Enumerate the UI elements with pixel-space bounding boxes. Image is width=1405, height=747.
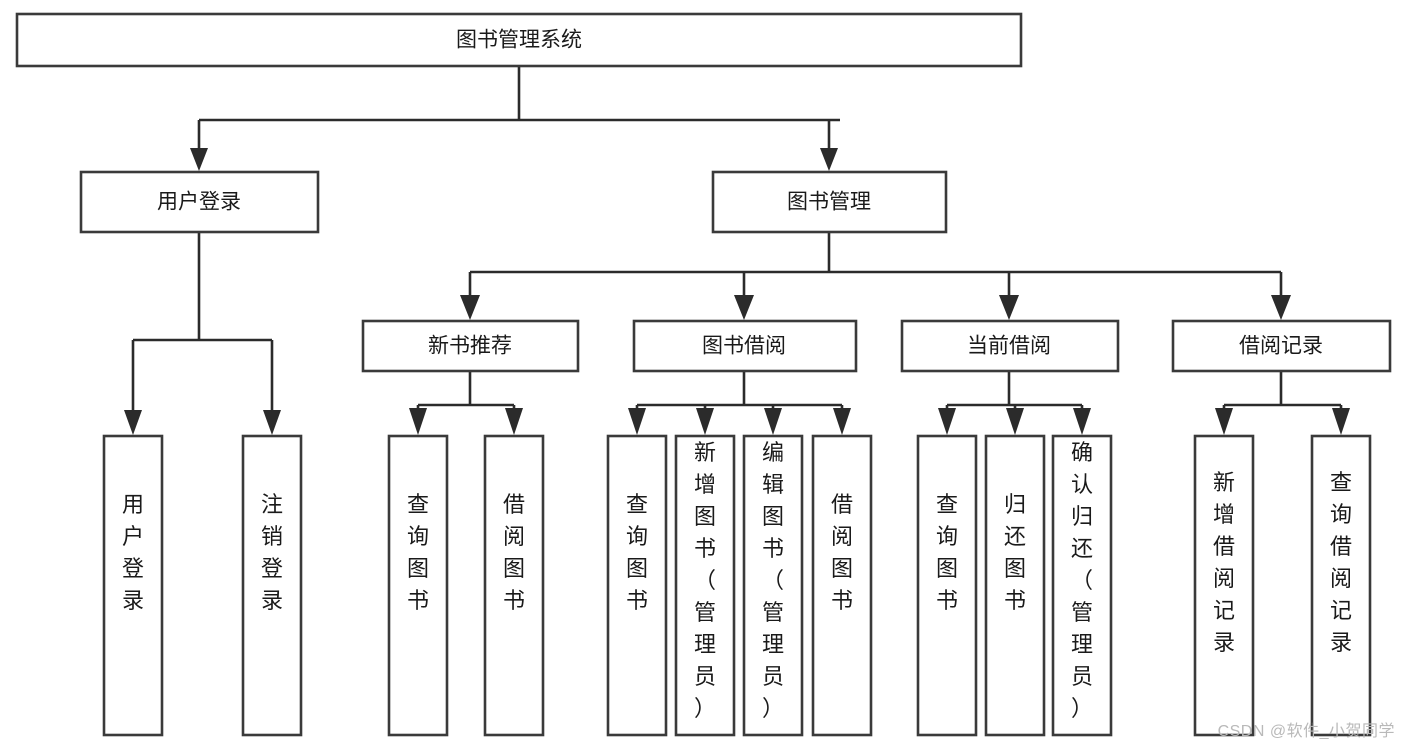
node-current-borrow[interactable]: 当前借阅 <box>900 319 1120 373</box>
node-leaf-user-login-box[interactable] <box>102 434 164 737</box>
node-leaf-nbr-query-book-label: 查询图书 <box>407 492 429 613</box>
arrow-to-leaf-user-login <box>124 410 142 435</box>
arrow-to-leaf-bb-4 <box>833 408 851 435</box>
arrow-to-leaf-nbr-2 <box>505 408 523 435</box>
node-leaf-br-add-record-box[interactable] <box>1193 434 1255 737</box>
arrow-to-book-borrow <box>734 295 754 320</box>
node-leaf-bb-add-book-label: 新增图书（管理员） <box>694 440 716 721</box>
leaf-group-current-borrow: 查询图书 归还图书 确认归还（管理员） <box>916 434 1113 737</box>
leaf-group-user-login: 用户登录 注销登录 <box>102 434 303 737</box>
node-leaf-cb-query-book-label: 查询图书 <box>936 492 958 613</box>
csdn-watermark: CSDN @软件_小贺同学 <box>1217 723 1395 740</box>
node-borrow-record-label: 借阅记录 <box>1239 335 1323 358</box>
arrow-to-leaf-bb-2 <box>696 408 714 435</box>
node-root[interactable]: 图书管理系统 <box>15 12 1023 68</box>
leaf-group-book-borrow: 查询图书 新增图书（管理员） 编辑图书（管理员） 借阅图书 <box>606 434 873 737</box>
connectors-borrow-record-to-leaves <box>1215 372 1350 435</box>
node-leaf-br-query-record-box[interactable] <box>1310 434 1372 737</box>
node-leaf-nbr-borrow-book[interactable]: 借阅图书 <box>483 434 545 737</box>
node-book-borrow-box[interactable] <box>632 319 858 373</box>
node-leaf-bb-query-book-box[interactable] <box>606 434 668 737</box>
node-leaf-logout-label: 注销登录 <box>261 492 283 613</box>
node-root-box[interactable] <box>15 12 1023 68</box>
node-leaf-logout-box[interactable] <box>241 434 303 737</box>
node-book-manage-label: 图书管理 <box>787 191 871 214</box>
arrow-to-current-borrow <box>999 295 1019 320</box>
connectors-book-manage-to-level2 <box>460 232 1291 320</box>
node-user-login[interactable]: 用户登录 <box>79 170 320 234</box>
node-new-book-recommend[interactable]: 新书推荐 <box>361 319 580 373</box>
node-current-borrow-box[interactable] <box>900 319 1120 373</box>
node-leaf-user-login-label: 用户登录 <box>122 492 144 613</box>
node-leaf-nbr-borrow-book-label: 借阅图书 <box>503 492 525 613</box>
connectors-new-book-recommend-to-leaves <box>409 372 523 435</box>
arrow-to-leaf-br-2 <box>1332 408 1350 435</box>
arrow-to-leaf-cb-1 <box>938 408 956 435</box>
arrow-root-to-book-manage <box>820 148 838 171</box>
arrow-to-borrow-record <box>1271 295 1291 320</box>
node-leaf-cb-return-book[interactable]: 归还图书 <box>984 434 1046 737</box>
leaf-group-new-book-recommend: 查询图书 借阅图书 <box>387 434 545 737</box>
arrow-to-leaf-logout <box>263 410 281 435</box>
node-leaf-nbr-query-book[interactable]: 查询图书 <box>387 434 449 737</box>
node-leaf-bb-query-book[interactable]: 查询图书 <box>606 434 668 737</box>
node-borrow-record[interactable]: 借阅记录 <box>1171 319 1392 373</box>
node-leaf-cb-confirm-return[interactable]: 确认归还（管理员） <box>1051 434 1113 737</box>
node-leaf-cb-return-book-box[interactable] <box>984 434 1046 737</box>
arrow-to-leaf-nbr-1 <box>409 408 427 435</box>
node-leaf-bb-borrow-book-box[interactable] <box>811 434 873 737</box>
arrow-to-leaf-cb-2 <box>1006 408 1024 435</box>
node-book-borrow[interactable]: 图书借阅 <box>632 319 858 373</box>
node-leaf-br-query-record[interactable]: 查询借阅记录 <box>1310 434 1372 737</box>
arrow-root-to-user-login <box>190 148 208 171</box>
node-leaf-bb-edit-book[interactable]: 编辑图书（管理员） <box>742 434 804 737</box>
arrow-to-leaf-bb-3 <box>764 408 782 435</box>
node-leaf-cb-query-book[interactable]: 查询图书 <box>916 434 978 737</box>
node-leaf-br-add-record-label: 新增借阅记录 <box>1213 470 1235 655</box>
connectors-current-borrow-to-leaves <box>938 372 1091 435</box>
node-user-login-label: 用户登录 <box>157 191 241 214</box>
node-leaf-nbr-borrow-book-box[interactable] <box>483 434 545 737</box>
node-leaf-cb-confirm-return-label: 确认归还（管理员） <box>1071 440 1093 721</box>
node-leaf-logout[interactable]: 注销登录 <box>241 434 303 737</box>
node-user-login-box[interactable] <box>79 170 320 234</box>
node-leaf-br-query-record-label: 查询借阅记录 <box>1330 470 1352 655</box>
arrow-to-leaf-br-1 <box>1215 408 1233 435</box>
connectors-user-login-to-leaves <box>124 232 281 435</box>
node-leaf-nbr-query-book-box[interactable] <box>387 434 449 737</box>
node-borrow-record-box[interactable] <box>1171 319 1392 373</box>
node-leaf-bb-query-book-label: 查询图书 <box>626 492 648 613</box>
node-leaf-bb-add-book-box[interactable] <box>674 434 736 737</box>
arrow-to-leaf-bb-1 <box>628 408 646 435</box>
node-book-manage[interactable]: 图书管理 <box>711 170 948 234</box>
connectors-book-borrow-to-leaves <box>628 372 851 435</box>
node-leaf-bb-add-book[interactable]: 新增图书（管理员） <box>674 434 736 737</box>
node-leaf-bb-edit-book-label: 编辑图书（管理员） <box>762 440 784 721</box>
node-book-manage-box[interactable] <box>711 170 948 234</box>
node-leaf-cb-return-book-label: 归还图书 <box>1004 492 1026 613</box>
node-leaf-user-login[interactable]: 用户登录 <box>102 434 164 737</box>
arrow-to-leaf-cb-3 <box>1073 408 1091 435</box>
connectors-root-to-level1 <box>190 66 840 171</box>
node-leaf-br-add-record[interactable]: 新增借阅记录 <box>1193 434 1255 737</box>
node-leaf-bb-borrow-book-label: 借阅图书 <box>831 492 853 613</box>
node-new-book-recommend-box[interactable] <box>361 319 580 373</box>
node-current-borrow-label: 当前借阅 <box>967 335 1051 358</box>
arrow-to-new-book-recommend <box>460 295 480 320</box>
node-leaf-cb-confirm-return-box[interactable] <box>1051 434 1113 737</box>
node-new-book-recommend-label: 新书推荐 <box>428 335 512 358</box>
node-leaf-bb-edit-book-box[interactable] <box>742 434 804 737</box>
node-leaf-bb-borrow-book[interactable]: 借阅图书 <box>811 434 873 737</box>
node-root-label: 图书管理系统 <box>456 29 582 52</box>
node-book-borrow-label: 图书借阅 <box>702 335 786 358</box>
leaf-group-borrow-record: 新增借阅记录 查询借阅记录 <box>1193 434 1372 737</box>
node-leaf-cb-query-book-box[interactable] <box>916 434 978 737</box>
